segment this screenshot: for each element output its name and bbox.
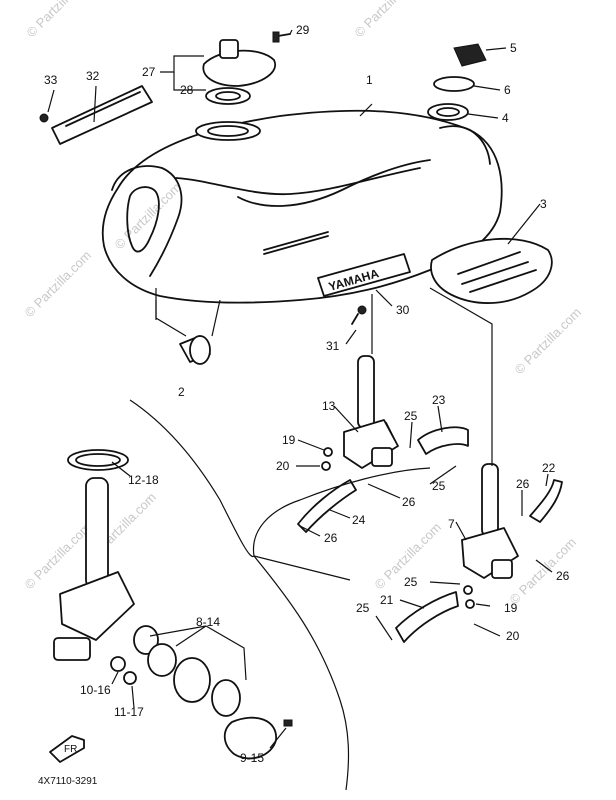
leader-lines <box>47 29 553 749</box>
label-22: 22 <box>542 461 556 475</box>
label-20a: 20 <box>276 459 290 473</box>
label-12-18: 12-18 <box>128 473 159 487</box>
label-2: 2 <box>178 385 185 399</box>
label-25b: 25 <box>432 479 446 493</box>
label-13: 13 <box>322 399 336 413</box>
label-25d: 25 <box>356 601 370 615</box>
tank-side-cover <box>430 237 553 304</box>
watermark-mid-right: © Partzilla.com <box>512 305 585 378</box>
label-24: 24 <box>352 513 366 527</box>
label-31: 31 <box>326 339 340 353</box>
label-20b: 20 <box>506 629 520 643</box>
label-27: 27 <box>142 65 156 79</box>
watermark-top-right: © Partzilla.com <box>352 0 425 40</box>
label-29: 29 <box>296 23 310 37</box>
label-26b: 26 <box>324 531 338 545</box>
label-3: 3 <box>540 197 547 211</box>
label-26d: 26 <box>556 569 570 583</box>
label-7: 7 <box>448 517 455 531</box>
label-6: 6 <box>504 83 511 97</box>
label-11-17: 11-17 <box>114 705 144 719</box>
diagram-code: 4X7110-3291 <box>38 776 98 787</box>
label-4: 4 <box>502 111 509 125</box>
label-33: 33 <box>44 73 58 87</box>
watermark-low-left: © Partzilla.com <box>22 520 95 593</box>
label-8-14: 8-14 <box>196 615 220 629</box>
label-25c: 25 <box>404 575 418 589</box>
part-labels: 29 27 28 33 32 5 6 4 1 3 2 30 31 13 19 2… <box>38 23 570 787</box>
region-lines <box>129 287 493 791</box>
top-right-parts <box>427 43 487 121</box>
fuel-cock-left <box>321 355 399 471</box>
tank-gasket-strip <box>39 85 153 145</box>
label-19b: 19 <box>504 601 518 615</box>
emblem-screw <box>351 305 367 325</box>
label-30: 30 <box>396 303 410 317</box>
label-19a: 19 <box>282 433 296 447</box>
label-32: 32 <box>86 69 100 83</box>
label-26c: 26 <box>516 477 530 491</box>
svg-text:FR: FR <box>64 744 77 755</box>
label-1: 1 <box>366 73 373 87</box>
label-26a: 26 <box>402 495 416 509</box>
label-23: 23 <box>432 393 446 407</box>
label-9-15: 9-15 <box>240 751 264 765</box>
label-21: 21 <box>380 593 394 607</box>
drain-plug <box>155 288 221 365</box>
label-25a: 25 <box>404 409 418 423</box>
watermark-mid-left: © Partzilla.com <box>22 248 95 321</box>
label-5: 5 <box>510 41 517 55</box>
label-10-16: 10-16 <box>80 683 111 697</box>
front-arrow-icon: FR <box>49 735 85 763</box>
fuel-cock-right <box>461 463 519 609</box>
watermark-top-left: © Partzilla.com <box>24 0 97 40</box>
label-28: 28 <box>180 83 194 97</box>
fuel-cock-exploded <box>53 449 293 760</box>
fuel-cap-assembly <box>202 31 291 105</box>
fuel-hoses <box>297 426 563 643</box>
